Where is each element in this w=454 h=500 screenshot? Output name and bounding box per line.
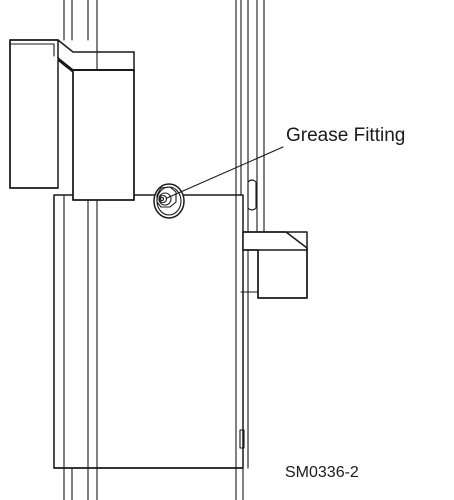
grease-fitting-label: Grease Fitting <box>286 125 405 146</box>
grease-fitting-icon <box>153 183 185 219</box>
figure-id: SM0336-2 <box>285 464 359 481</box>
upper-left-bracket <box>9 39 135 201</box>
right-small-bracket <box>240 231 308 299</box>
callout-leader-line <box>166 146 284 199</box>
left-vertical-channel <box>63 0 98 500</box>
main-slider-panel <box>53 0 245 469</box>
